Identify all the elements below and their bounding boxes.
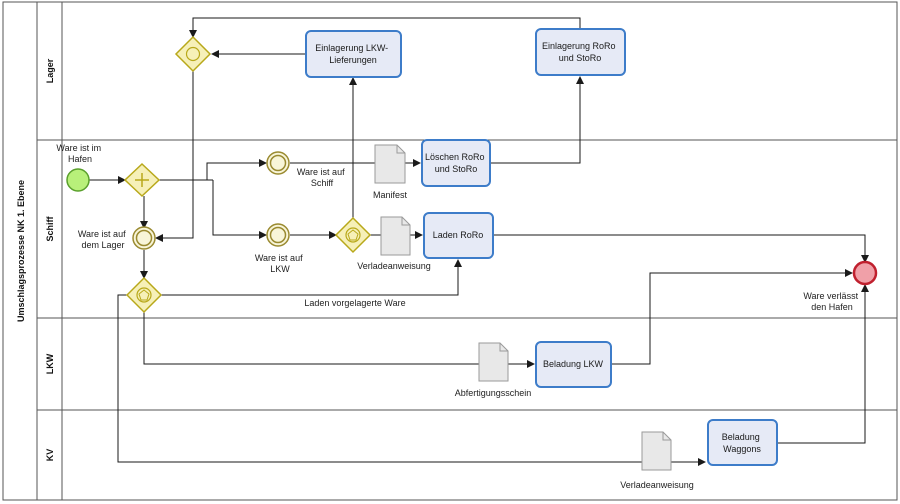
task-laden-roro-label: Laden RoRo [433,230,484,240]
document-manifest-label: Manifest [373,190,408,200]
flow-gw1-to-schiff-event [206,159,267,180]
task-loeschen-roro-label: Löschen RoRo und StoRo [425,152,487,174]
gateway-parallel[interactable] [123,162,161,198]
end-event[interactable] [852,260,878,286]
flow-gw4-to-laden-roro [161,259,462,296]
document-verladeanweisung-schiff-label: Verladeanweisung [357,261,431,271]
task-beladung-lkw[interactable] [535,341,612,388]
lane-label-kv: KV [45,449,55,462]
task-einlagerung-lkw[interactable] [305,30,402,78]
flow-label-laden-vorgelagert: Laden vorgelagerte Ware [304,298,405,308]
document-abfertigungsschein-label: Abfertigungsschein [455,388,532,398]
task-beladung-waggons[interactable] [707,419,778,466]
document-verladeanweisung-schiff-icon[interactable] [380,216,411,256]
flow-laden-roro-to-end [493,234,869,263]
intermediate-event-schiff[interactable] [266,151,290,175]
task-loeschen-roro[interactable] [421,139,491,187]
document-manifest-icon[interactable] [374,144,406,184]
flow-gw4-to-beladung-waggons [117,294,706,466]
end-event-label: Ware verlässt den Hafen [803,291,860,312]
gateway-event-based-lager[interactable] [174,35,212,73]
flow-gw1-to-lkw-event [212,180,267,239]
gateway-event-based-distribution[interactable] [125,276,163,314]
event-lager-label: Ware ist auf dem Lager [78,229,128,250]
start-event[interactable] [66,168,90,192]
task-einlagerung-lkw-label: Einlagerung LKW- Lieferungen [315,43,390,65]
pool-label: Umschlagsprozesse NK 1. Ebene [16,180,26,322]
gateway-event-based-schiff[interactable] [334,216,372,254]
lane-label-schiff: Schiff [45,216,55,242]
flow-gw4-to-beladung-lkw [143,312,535,368]
document-verladeanweisung-kv-icon[interactable] [641,431,672,471]
lane-label-lager: Lager [45,58,55,83]
task-einlagerung-roro-label: Einlagerung RoRo und StoRo [542,41,618,63]
document-verladeanweisung-kv-label: Verladeanweisung [620,480,694,490]
flow-beladung-waggons-to-end [777,284,869,444]
intermediate-event-lkw[interactable] [266,223,290,247]
flow-gw2-to-lager-event [155,71,194,242]
event-schiff-label: Ware ist auf Schiff [297,167,347,188]
flow-beladung-lkw-to-end [611,269,853,365]
document-abfertigungsschein-icon[interactable] [478,342,509,382]
lane-label-lkw: LKW [45,353,55,374]
lane-labels: Lager Schiff LKW KV [45,58,55,461]
task-laden-roro[interactable] [423,212,494,259]
start-event-label: Ware ist im Hafen [56,143,103,164]
task-beladung-waggons-label: Beladung Waggons [722,432,763,454]
intermediate-event-lager[interactable] [132,226,156,250]
task-beladung-lkw-label: Beladung LKW [543,359,604,369]
event-lkw-label: Ware ist auf LKW [255,253,305,274]
flow-loeschen-to-einlagerung-roro [490,76,584,164]
task-einlagerung-roro[interactable] [535,28,626,76]
